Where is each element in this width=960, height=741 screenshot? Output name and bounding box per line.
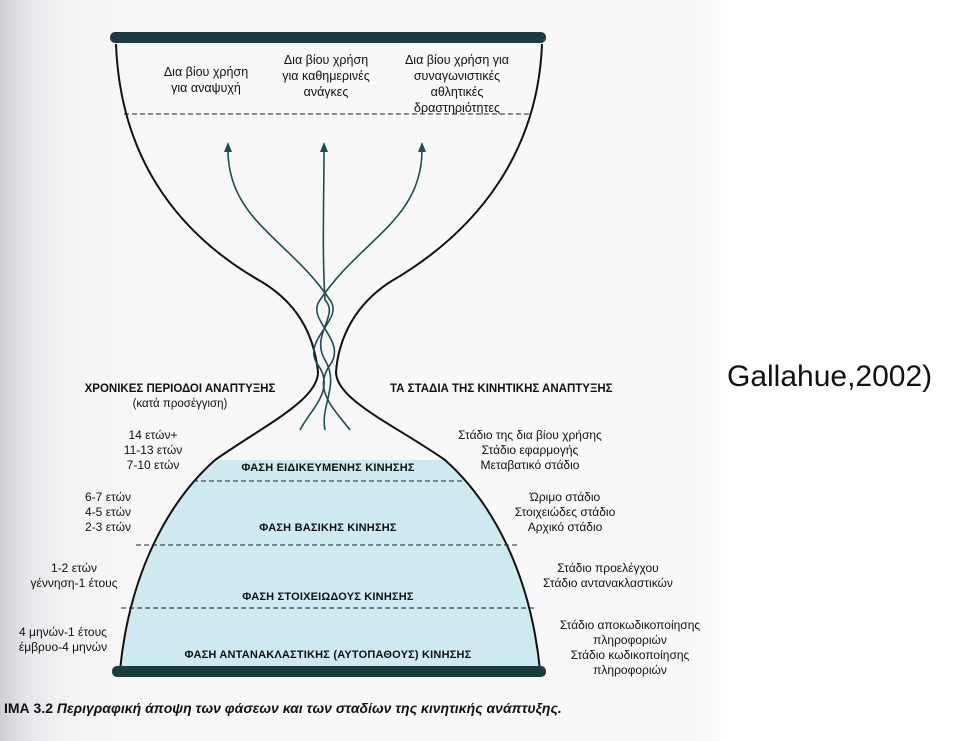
ages-basic: 6-7 ετών 4-5 ετών 2-3 ετών — [85, 490, 131, 534]
bottom-cap — [112, 666, 546, 677]
arrow-left-icon — [224, 142, 232, 152]
arrow-center-icon — [320, 142, 328, 152]
hourglass-outline-right — [334, 43, 543, 671]
arrow-right-icon — [418, 142, 426, 152]
phase-elementary: ΦΑΣΗ ΣΤΟΙΧΕΙΩΔΟΥΣ ΚΙΝΗΣΗΣ — [242, 591, 414, 603]
hourglass-diagram — [110, 32, 546, 677]
path-left — [227, 149, 334, 431]
figure-caption: ΙΜΑ 3.2 Περιγραφική άποψη των φάσεων και… — [4, 700, 562, 716]
arrowheads — [224, 142, 426, 152]
stages-basic: Ώριμο στάδιο Στοιχειώδες στάδιο Αρχικό σ… — [514, 490, 616, 534]
use-recreation: Δια βίου χρήση για αναψυχή — [163, 65, 249, 95]
phase-specialized: ΦΑΣΗ ΕΙΔΙΚΕΥΜΕΝΗΣ ΚΙΝΗΣΗΣ — [241, 462, 415, 474]
use-competitive-sports: Δια βίου χρήση για συναγωνιστικές αθλητι… — [404, 53, 510, 115]
right-header: ΤΑ ΣΤΑΔΙΑ ΤΗΣ ΚΙΝΗΤΙΚΗΣ ΑΝΑΠΤΥΞΗΣ — [390, 383, 613, 395]
use-daily-needs: Δια βίου χρήση για καθημερινές ανάγκες — [282, 53, 370, 99]
stages-specialized: Στάδιο της δια βίου χρήσης Στάδιο εφαρμο… — [458, 428, 602, 472]
hourglass-outline — [115, 43, 320, 671]
phase-reflexive: ΦΑΣΗ ΑΝΤΑΝΑΚΛΑΣΤΙΚΗΣ (ΑΥΤΟΠΑΘΟΥΣ) ΚΙΝΗΣΗ… — [184, 649, 472, 661]
ages-specialized: 14 ετών+ 11-13 ετών 7-10 ετών — [123, 428, 183, 472]
path-right — [316, 149, 423, 431]
ages-reflexive: 4 μηνών-1 έτους έμβρυο-4 μηνών — [18, 625, 108, 654]
phase-basic: ΦΑΣΗ ΒΑΣΙΚΗΣ ΚΙΝΗΣΗΣ — [259, 522, 397, 534]
ages-elementary: 1-2 ετών γέννηση-1 έτους — [30, 561, 118, 590]
left-header: ΧΡΟΝΙΚΕΣ ΠΕΡΙΟΔΟΙ ΑΝΑΠΤΥΞΗΣ (κατά προσέγ… — [84, 383, 276, 410]
sand-fill — [120, 460, 540, 670]
stages-reflexive: Στάδιο αποκωδικοποίησης πληροφοριών Στάδ… — [559, 618, 701, 677]
top-cap — [110, 32, 546, 43]
path-center — [319, 149, 332, 431]
stages-elementary: Στάδιο προελέγχου Στάδιο αντανακλαστικών — [543, 561, 673, 590]
development-paths — [227, 149, 423, 431]
citation-label: Gallahue,2002) — [727, 360, 933, 393]
figure-number: ΙΜΑ 3.2 — [4, 700, 54, 716]
figure-caption-text: Περιγραφική άποψη των φάσεων και των στα… — [56, 700, 562, 716]
phase-separators — [121, 113, 537, 609]
